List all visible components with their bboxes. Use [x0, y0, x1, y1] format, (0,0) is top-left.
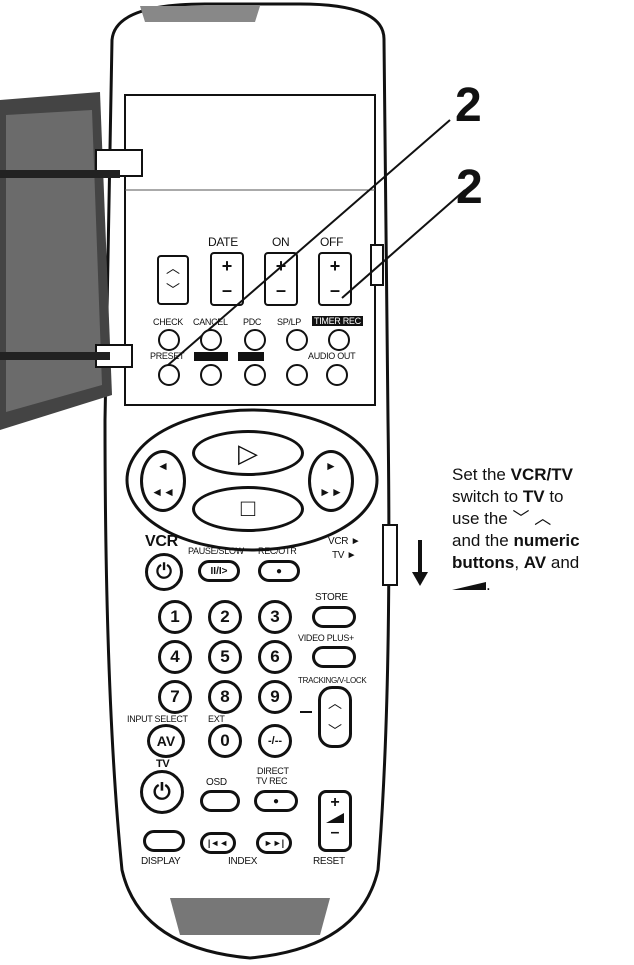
index-back-button[interactable]: |◄◄	[200, 832, 236, 854]
switch-tv-label: TV ►	[332, 550, 357, 561]
skip-forward-icon: ►►|	[263, 838, 285, 848]
number-6-button[interactable]: 6	[258, 640, 292, 674]
timer-rec-button[interactable]	[328, 329, 350, 351]
record-icon: ●	[275, 565, 283, 577]
play-icon: ▷	[238, 438, 258, 468]
chevron-down-icon: ﹀	[328, 723, 342, 739]
volume-ramp-icon	[326, 813, 344, 823]
tv-label: TV	[156, 758, 170, 770]
chevron-down-icon: ﹀	[166, 282, 180, 298]
reset-label: RESET	[313, 856, 345, 867]
panel-button-4[interactable]	[286, 364, 308, 386]
number-5-button[interactable]: 5	[208, 640, 242, 674]
tracking-label: TRACKING/V-LOCK	[298, 676, 367, 685]
off-label: OFF	[320, 235, 344, 249]
splp-button[interactable]	[286, 329, 308, 351]
down-chevron-icon: ﹀	[512, 509, 530, 528]
number-1-button[interactable]: 1	[158, 600, 192, 634]
left-arrow-icon: ◄	[157, 459, 169, 473]
av-button[interactable]: AV	[147, 724, 185, 758]
fast-forward-button[interactable]: ►►►	[308, 450, 354, 512]
pause-slow-label: PAUSE/SLOW	[188, 546, 244, 556]
chevron-up-icon: ︿	[166, 260, 180, 276]
number-3-button[interactable]: 3	[258, 600, 292, 634]
panel-button-2[interactable]	[200, 364, 222, 386]
chevron-up-icon: ︿	[328, 695, 342, 711]
pdc-label: PDC	[243, 317, 262, 327]
record-icon: ●	[272, 795, 280, 807]
tracking-button[interactable]: ︿﹀	[318, 686, 352, 748]
timer-rec-label: TIMER REC	[312, 316, 363, 326]
instruction-text: Set the VCR/TV switch to TV to use the ﹀…	[452, 465, 580, 594]
tv-power-button[interactable]: ⏻	[140, 770, 184, 814]
vcr-label: VCR	[145, 533, 178, 550]
stop-button[interactable]: □	[192, 486, 304, 532]
fast-forward-icon: ►►	[319, 485, 343, 499]
direct-tv-rec-button[interactable]: ●	[254, 790, 298, 812]
play-button[interactable]: ▷	[192, 430, 304, 476]
rewind-button[interactable]: ◄◄◄	[140, 450, 186, 512]
preset-button[interactable]	[158, 364, 180, 386]
up-chevron-icon: ︿	[534, 509, 552, 528]
volume-ramp-icon	[452, 581, 486, 590]
digit-toggle-button[interactable]: -/--	[258, 724, 292, 758]
stop-icon: □	[240, 495, 256, 522]
on-plus-minus-button[interactable]: +–	[264, 252, 298, 306]
audio-out-label: AUDIO OUT	[308, 351, 356, 361]
blank-key-2	[238, 352, 264, 361]
index-forward-button[interactable]: ►►|	[256, 832, 292, 854]
number-0-button[interactable]: 0	[208, 724, 242, 758]
ext-label: EXT	[208, 714, 225, 724]
direct-tv-rec-label-1: DIRECT	[257, 766, 289, 776]
number-7-button[interactable]: 7	[158, 680, 192, 714]
video-plus-label: VIDEO PLUS+	[298, 633, 354, 643]
splp-label: SP/LP	[277, 317, 302, 327]
check-label: CHECK	[153, 317, 184, 327]
blank-key-1	[194, 352, 228, 361]
power-icon: ⏻	[156, 560, 172, 583]
audio-out-button[interactable]	[326, 364, 348, 386]
check-button[interactable]	[158, 329, 180, 351]
input-select-label: INPUT SELECT	[127, 714, 188, 724]
volume-button[interactable]: + –	[318, 790, 352, 852]
pdc-button[interactable]	[244, 329, 266, 351]
switch-vcr-label: VCR ►	[328, 536, 361, 547]
preset-label: PRESET	[150, 351, 185, 361]
panel-button-3[interactable]	[244, 364, 266, 386]
number-8-button[interactable]: 8	[208, 680, 242, 714]
rec-otr-button[interactable]: ●	[258, 560, 300, 582]
power-icon: ⏻	[153, 779, 171, 804]
store-label: STORE	[315, 592, 348, 603]
number-2-button[interactable]: 2	[208, 600, 242, 634]
vcr-power-button[interactable]: ⏻	[145, 553, 183, 591]
direct-tv-rec-label-2: TV REC	[256, 776, 288, 786]
on-label: ON	[272, 235, 290, 249]
right-arrow-icon: ►	[325, 459, 337, 473]
video-plus-button[interactable]	[312, 646, 356, 668]
date-plus-minus-button[interactable]: +–	[210, 252, 244, 306]
cancel-button[interactable]	[200, 329, 222, 351]
rec-otr-label: REC/OTR	[258, 546, 297, 556]
store-button[interactable]	[312, 606, 356, 628]
up-down-button[interactable]: ︿﹀	[157, 255, 189, 305]
cancel-label: CANCEL	[193, 317, 228, 327]
osd-button[interactable]	[200, 790, 240, 812]
number-9-button[interactable]: 9	[258, 680, 292, 714]
display-button[interactable]	[143, 830, 185, 852]
number-4-button[interactable]: 4	[158, 640, 192, 674]
step-callout-top: 2	[455, 79, 482, 132]
pause-slow-button[interactable]: II/I>	[198, 560, 240, 582]
off-plus-minus-button[interactable]: +–	[318, 252, 352, 306]
display-label: DISPLAY	[141, 856, 181, 867]
step-callout-bottom: 2	[456, 161, 483, 214]
skip-back-icon: |◄◄	[207, 838, 229, 848]
date-label: DATE	[208, 235, 238, 249]
osd-label: OSD	[206, 777, 227, 788]
index-label: INDEX	[228, 856, 258, 867]
rewind-icon: ◄◄	[151, 485, 175, 499]
